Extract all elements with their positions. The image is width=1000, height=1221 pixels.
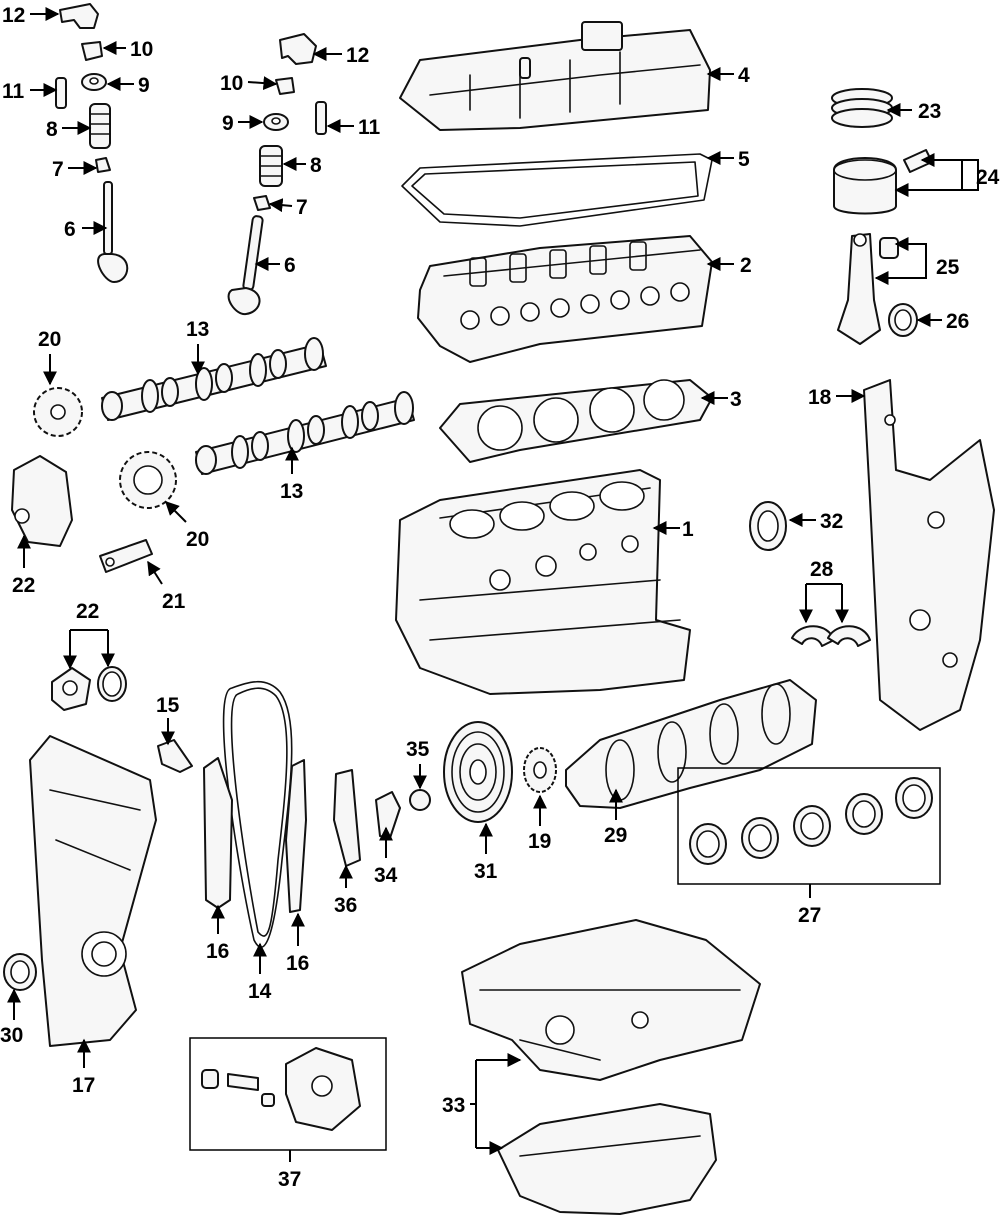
callout-16-right: 16 <box>286 952 309 975</box>
cam-sprocket <box>33 387 83 437</box>
rear-cover <box>863 379 995 731</box>
callout-7-center: 7 <box>296 196 308 219</box>
rear-crank-seal <box>749 501 787 551</box>
camshaft-lower <box>195 391 415 475</box>
callout-12-left: 12 <box>2 4 25 27</box>
cylinder-block <box>395 469 691 695</box>
callout-13-upper: 13 <box>186 318 209 341</box>
head-gasket <box>439 379 713 463</box>
callout-15: 15 <box>156 694 180 717</box>
crank-pulley <box>443 721 513 823</box>
oil-pump-box <box>189 1037 387 1151</box>
callout-9-center: 9 <box>222 112 234 135</box>
callout-6-center: 6 <box>284 254 296 277</box>
front-crank-seal <box>3 953 37 991</box>
pump-seal-set <box>51 666 127 711</box>
tensioner-plunger <box>375 791 401 839</box>
crank-sprocket <box>523 747 557 793</box>
crankshaft <box>565 679 817 809</box>
callout-29: 29 <box>604 824 627 847</box>
leader-lines <box>6 7 979 1162</box>
callout-16-left: 16 <box>206 940 229 963</box>
callout-37: 37 <box>278 1168 301 1191</box>
oil-pan-lower <box>497 1103 717 1215</box>
callout-9-left: 9 <box>138 74 150 97</box>
valve-cover-gasket <box>401 153 713 227</box>
callout-2: 2 <box>740 254 752 277</box>
callout-6-left: 6 <box>64 218 76 241</box>
callout-11-left: 11 <box>2 80 25 103</box>
piston-rings <box>831 88 893 128</box>
callout-8-center: 8 <box>310 154 322 177</box>
callout-10-left: 10 <box>130 38 153 61</box>
callout-22-upper: 22 <box>76 600 99 623</box>
chain-guide-left <box>203 757 233 909</box>
callout-26: 26 <box>946 310 969 333</box>
callout-25: 25 <box>936 256 960 279</box>
callout-14: 14 <box>248 980 272 1003</box>
callout-13-lower: 13 <box>280 480 303 503</box>
snap-ring <box>409 789 431 811</box>
cylinder-head <box>417 235 713 363</box>
valve-cover <box>399 21 711 131</box>
callout-35: 35 <box>406 738 430 761</box>
chain-guide-right <box>285 759 307 913</box>
timing-chain <box>222 680 293 948</box>
camshaft-upper <box>101 337 327 421</box>
callout-1: 1 <box>682 518 694 541</box>
callout-4: 4 <box>738 64 750 87</box>
callout-21: 21 <box>162 590 186 613</box>
callout-7-left: 7 <box>52 158 64 181</box>
oil-pan-upper <box>461 919 761 1081</box>
valve-train-left <box>55 3 129 283</box>
piston <box>833 149 933 215</box>
callout-12-center: 12 <box>346 44 369 67</box>
callout-24: 24 <box>976 166 1000 189</box>
callout-8-left: 8 <box>46 118 58 141</box>
vacuum-pump-cover <box>11 455 73 547</box>
callout-5: 5 <box>738 148 750 171</box>
callout-labels: 1 2 3 4 5 6 6 7 7 8 8 9 9 10 10 11 11 12… <box>0 4 1000 1191</box>
callout-31: 31 <box>474 860 498 883</box>
chain-tensioner <box>333 769 361 867</box>
ocv-valve <box>99 539 153 573</box>
timing-cover <box>29 735 157 1047</box>
callout-33: 33 <box>442 1094 465 1117</box>
valve-train-center <box>227 33 327 316</box>
callout-34: 34 <box>374 864 398 887</box>
callout-22-lower: 22 <box>12 574 35 597</box>
callout-17: 17 <box>72 1074 95 1097</box>
callout-28: 28 <box>810 558 834 581</box>
connecting-rod <box>837 233 918 345</box>
callout-18: 18 <box>808 386 832 409</box>
callout-36: 36 <box>334 894 357 917</box>
callout-20-gear: 20 <box>186 528 209 551</box>
cam-position-sensor <box>157 739 193 773</box>
callout-11-center: 11 <box>358 116 381 139</box>
callout-10-center: 10 <box>220 72 243 95</box>
callout-30: 30 <box>0 1024 23 1047</box>
callout-3: 3 <box>730 388 742 411</box>
callout-32: 32 <box>820 510 843 533</box>
callout-19: 19 <box>528 830 551 853</box>
callout-27: 27 <box>798 904 821 927</box>
callout-23: 23 <box>918 100 941 123</box>
vvt-gear <box>119 451 177 509</box>
callout-20-sprocket: 20 <box>38 328 61 351</box>
main-bearings-box <box>677 767 941 885</box>
thrust-washers <box>791 625 871 647</box>
